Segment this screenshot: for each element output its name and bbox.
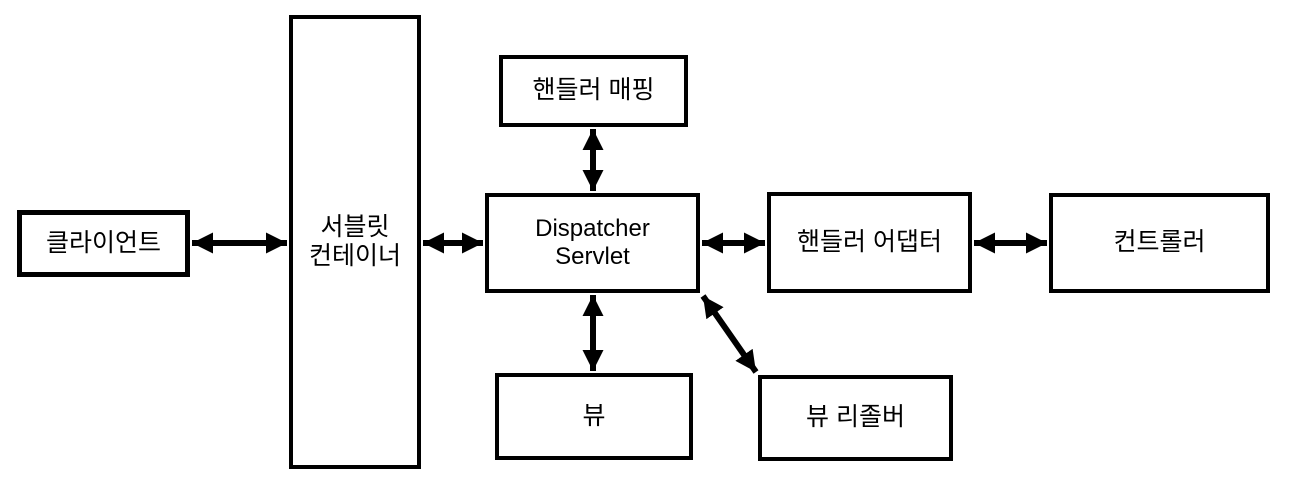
node-handler-adapter-label: 핸들러 어댑터 [797, 227, 942, 256]
node-servlet-container: 서블릿 컨테이너 [289, 15, 421, 469]
node-controller-label: 컨트롤러 [1113, 228, 1206, 257]
node-client-label: 클라이언트 [45, 228, 161, 257]
node-handler-mapping-label: 핸들러 매핑 [532, 76, 655, 105]
node-controller: 컨트롤러 [1049, 193, 1270, 293]
node-view-resolver-label: 뷰 리졸버 [806, 403, 905, 432]
node-view-resolver: 뷰 리졸버 [758, 375, 953, 461]
node-view-label: 뷰 [582, 401, 606, 430]
edge-dispatcher-view-resolver [700, 294, 759, 374]
node-client: 클라이언트 [17, 210, 190, 277]
node-servlet-container-label: 서블릿 컨테이너 [308, 212, 401, 271]
node-view: 뷰 [495, 373, 693, 460]
node-handler-adapter: 핸들러 어댑터 [767, 192, 972, 293]
node-dispatcher-servlet: Dispatcher Servlet [485, 193, 700, 293]
node-handler-mapping: 핸들러 매핑 [499, 55, 688, 127]
node-dispatcher-servlet-label: Dispatcher Servlet [535, 214, 650, 270]
